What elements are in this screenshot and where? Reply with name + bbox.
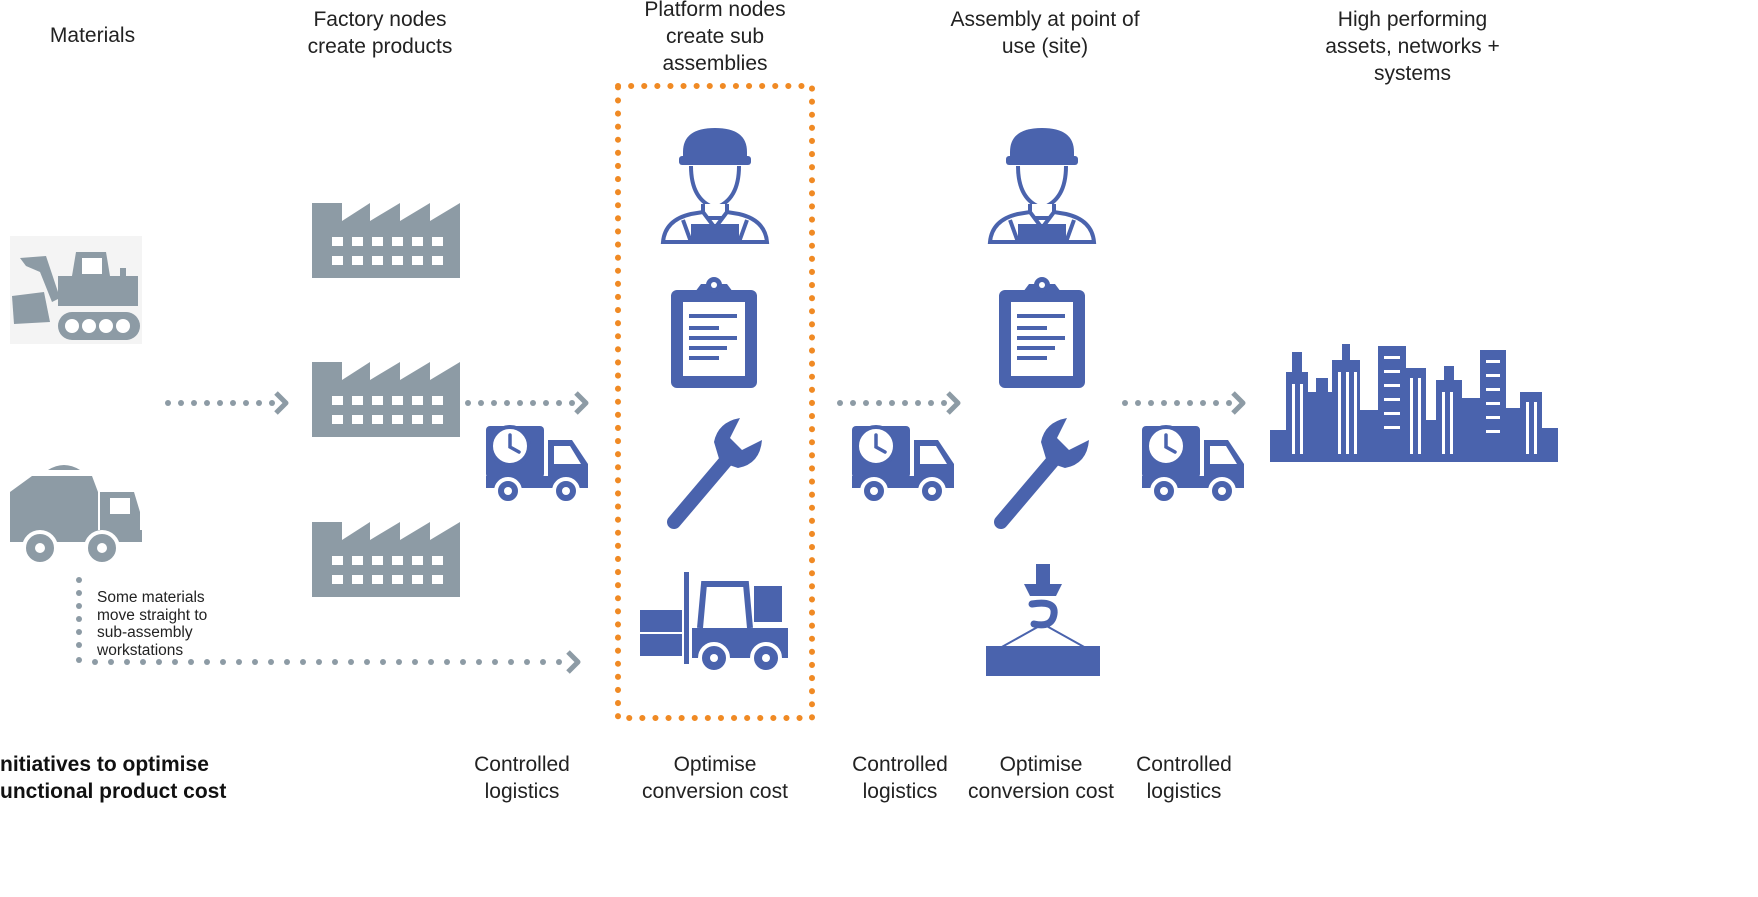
dotted-arrow: [837, 393, 958, 413]
factory-icon: [312, 362, 460, 437]
header-high-performing: High performing assets, networks + syste…: [1325, 8, 1500, 85]
delivery-truck-icon: [850, 424, 956, 505]
header-factory-nodes: Factory nodes create products: [307, 8, 453, 58]
caption-controlled-logistics-3: Controlled logistics: [1136, 753, 1232, 803]
city-skyline-icon: [1270, 344, 1558, 462]
dotted-arrow: [1122, 393, 1243, 413]
caption-controlled-logistics-1: Controlled logistics: [474, 753, 570, 803]
caption-optimise-conversion-2: Optimise conversion cost: [968, 753, 1114, 803]
direct-materials-path: [76, 577, 581, 674]
caption-optimise-conversion-1: Optimise conversion cost: [642, 753, 788, 803]
dump-truck-icon: [10, 465, 142, 566]
wrench-icon: [1001, 418, 1089, 522]
wrench-icon: [674, 418, 762, 522]
dotted-arrow: [165, 393, 286, 413]
worker-icon: [988, 126, 1096, 244]
delivery-truck-icon: [484, 424, 590, 505]
excavator-icon: [10, 236, 142, 344]
header-materials: Materials: [49, 24, 136, 47]
factory-icon: [312, 522, 460, 597]
factory-icon: [312, 203, 460, 278]
direct-materials-note: Some materials move straight to sub-asse…: [97, 589, 208, 659]
initiatives-label: nitiatives to optimise unctional product…: [0, 753, 227, 803]
worker-icon: [661, 126, 769, 244]
platform-highlight-box: [615, 83, 815, 721]
clipboard-icon: [671, 277, 757, 388]
header-assembly-site: Assembly at point of use (site): [950, 8, 1140, 58]
forklift-icon: [640, 572, 788, 674]
delivery-truck-icon: [1140, 424, 1246, 505]
crane-hook-icon: [986, 564, 1100, 676]
caption-controlled-logistics-2: Controlled logistics: [852, 753, 948, 803]
header-platform-nodes: Platform nodes create sub assemblies: [644, 0, 786, 75]
dotted-arrow: [465, 393, 586, 413]
clipboard-icon: [999, 277, 1085, 388]
